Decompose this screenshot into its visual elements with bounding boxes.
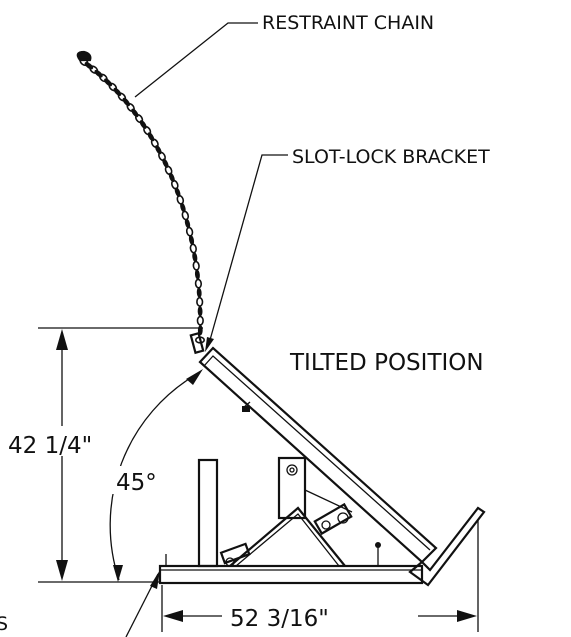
chain-link	[194, 278, 203, 289]
chain-link	[122, 97, 131, 107]
angle-dimension	[109, 369, 203, 582]
chain-link	[192, 260, 200, 271]
slot-lock-bracket-leader	[209, 154, 288, 341]
clipped-callout-text: S	[0, 613, 8, 635]
chain-link	[131, 108, 139, 118]
chain-link	[147, 132, 155, 142]
chain-link	[196, 315, 204, 326]
slot-lock-bracket-label: SLOT-LOCK BRACKET	[292, 146, 490, 168]
base-frame	[158, 456, 424, 585]
chain-link	[196, 287, 202, 298]
restraint-chain	[76, 50, 206, 344]
lower-callout-leader	[125, 570, 160, 637]
chain-link	[196, 296, 204, 307]
length-dimension-label: 52 3/16"	[230, 606, 329, 632]
slot-lock-bracket	[189, 331, 205, 355]
fork-cradle	[405, 506, 486, 587]
chain-link	[139, 120, 147, 129]
tilted-position-label: TILTED POSITION	[289, 350, 484, 376]
height-dimension	[38, 327, 203, 583]
chain-link	[189, 243, 197, 254]
chain-link	[188, 235, 195, 245]
height-dimension-label: 42 1/4"	[8, 433, 92, 459]
length-dimension	[161, 520, 479, 632]
chain-link	[197, 306, 203, 317]
chain-link	[104, 78, 113, 87]
tilted-platform	[198, 346, 438, 564]
chain-link	[184, 218, 191, 229]
chain-link	[192, 252, 198, 263]
chain-link	[181, 210, 190, 221]
slot-lock-bracket-arrowhead	[205, 337, 214, 352]
chain-link	[113, 87, 122, 96]
angle-dimension-label: 45°	[116, 470, 157, 496]
pivot-link	[304, 489, 353, 513]
restraint-chain-leader	[134, 22, 258, 98]
chain-hook	[76, 50, 92, 62]
restraint-chain-label: RESTRAINT CHAIN	[262, 12, 434, 34]
hydraulic-cylinder-left	[219, 542, 251, 567]
chain-link	[194, 269, 200, 280]
chain-link	[185, 226, 194, 237]
